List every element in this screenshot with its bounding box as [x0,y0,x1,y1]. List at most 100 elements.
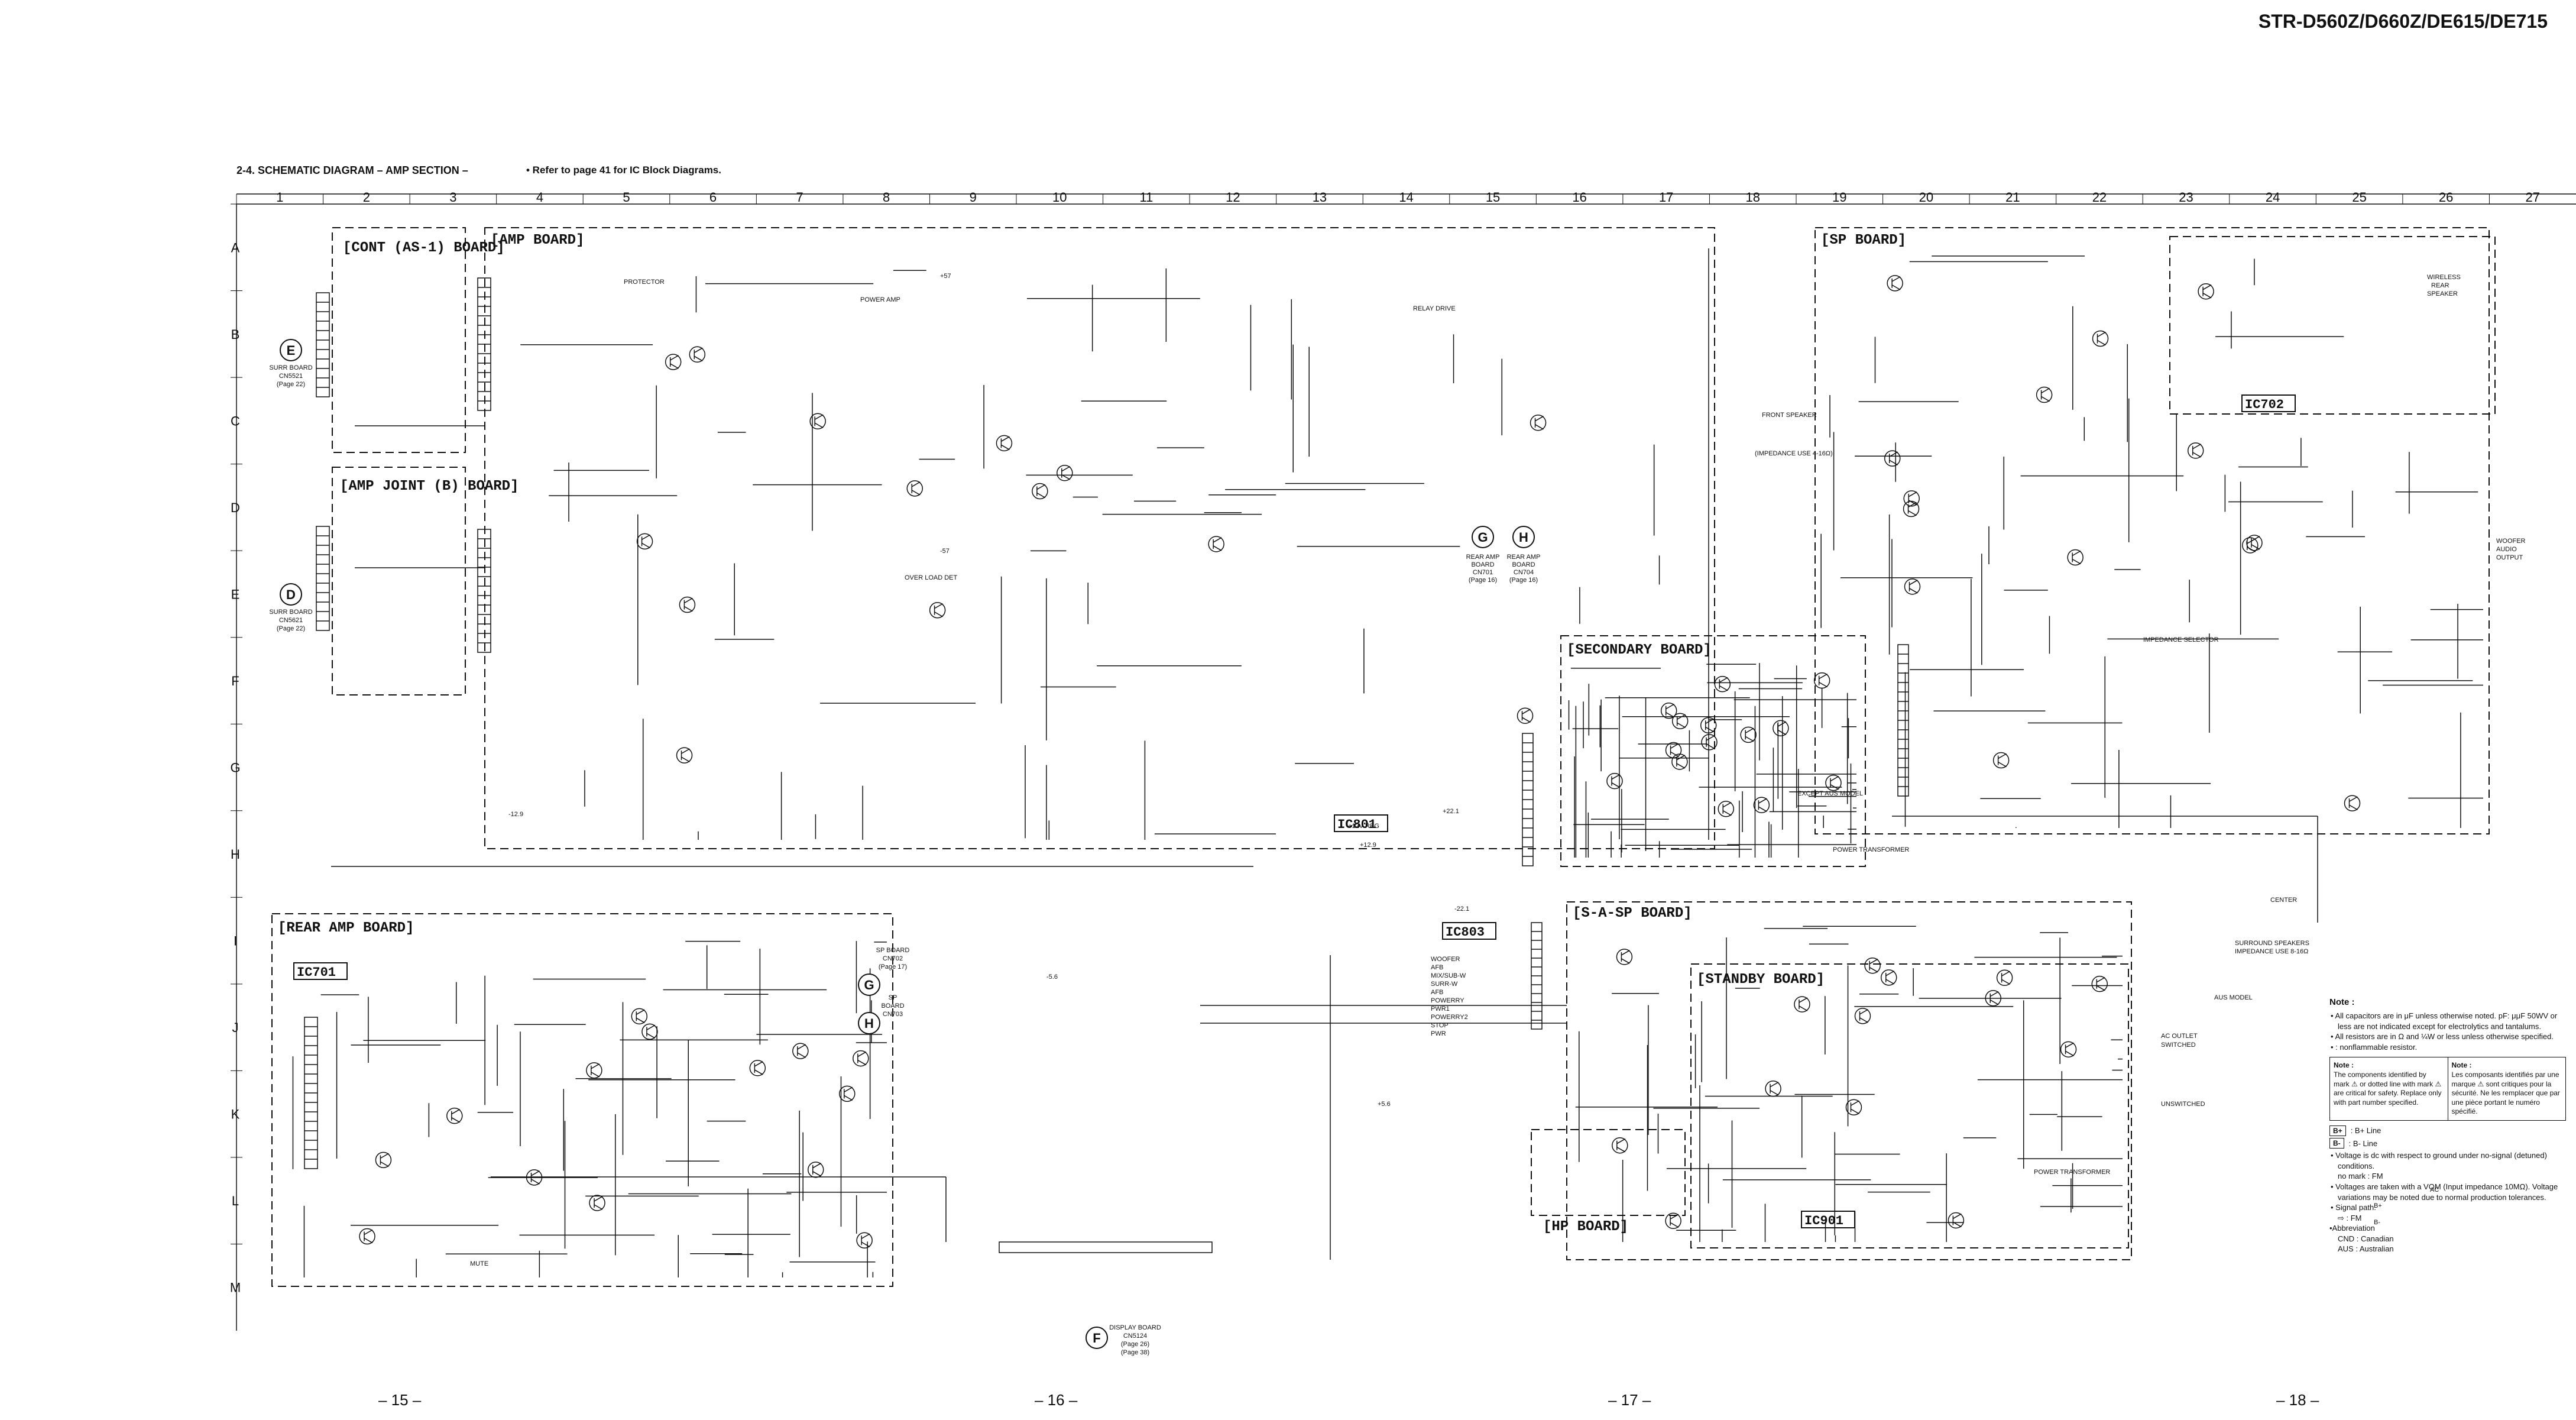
power-transformer-2-label: POWER TRANSFORMER [1833,846,1909,853]
note-resistors: All resistors are in Ω and ¼W or less un… [2335,1031,2566,1042]
bus-label-4: AFB [1431,989,1443,996]
grid-col-24: 24 [2266,190,2280,205]
mute-label: MUTE [470,1260,488,1267]
fm-signal-key: ⇨ : FM [2338,1213,2362,1222]
ic801-label: IC801 [1337,817,1376,832]
abbrev-cnd: CND : Canadian [2338,1234,2394,1243]
impedance-8-16-label: IMPEDANCE USE 8-16Ω [2235,948,2308,955]
aus-model-label: AUS MODEL [2214,994,2253,1001]
ic701-label: IC701 [297,965,336,980]
connector-h-label: H [1519,530,1528,545]
bus-label-8: STOP [1431,1022,1449,1029]
connector-h-text-2: BOARD [1512,561,1535,568]
grid-col-23: 23 [2179,190,2193,205]
speaker-label: SPEAKER [2427,290,2458,297]
wireless-label: WIRELESS [2427,274,2461,281]
ic702-label: IC702 [2245,397,2284,412]
connector-d-text-2: CN5621 [279,617,303,624]
unswitched-label: UNSWITCHED [2161,1101,2205,1108]
audio-output-label: AUDIO [2496,546,2517,553]
grid-col-7: 7 [796,190,803,205]
grid-col-15: 15 [1486,190,1500,205]
fm-label: : FM [2346,1213,2362,1222]
connector-h-text-3: CN704 [1514,569,1534,576]
connector-h-text-1: REAR AMP [1507,554,1541,561]
grid-col-2: 2 [363,190,370,205]
grid-col-14: 14 [1399,190,1413,205]
connector-f-text-3: (Page 26) [1121,1341,1149,1348]
rail-label-2: +12.9 [1360,842,1376,849]
rail-label-5: -22.1 [1454,905,1469,913]
note-capacitors: All capacitors are in μF unless otherwis… [2335,1011,2566,1031]
connector-g-text-1: REAR AMP [1466,554,1500,561]
connector-h2-label: H [864,1016,874,1031]
grid-col-21: 21 [2005,190,2020,205]
grid-col-19: 19 [1832,190,1846,205]
page-number-15: – 15 – [378,1391,422,1409]
abbrev-title: •Abbreviation [2329,1224,2375,1233]
grid-row-F: F [231,674,239,688]
grid-col-25: 25 [2352,190,2366,205]
ic901-label: IC901 [1804,1214,1843,1228]
connector-g-text-2: BOARD [1471,561,1494,568]
amp-board-title: [AMP BOARD] [491,232,584,248]
center-label: CENTER [2270,897,2297,904]
relay-drive-label: RELAY DRIVE [1413,305,1456,312]
rail-label-0: +57 [940,273,951,280]
connector-f-label: F [1093,1331,1100,1345]
note-nonflammable: : nonflammable resistor. [2335,1042,2566,1053]
grid-col-9: 9 [970,190,977,205]
grid-col-10: 10 [1052,190,1067,205]
connector-d-label: D [286,587,296,602]
abbrev-aus: AUS : Australian [2338,1244,2394,1254]
grid-col-1: 1 [276,190,283,205]
connector-g2-text-2: CN702 [883,955,903,962]
b-minus-label: B- [2374,1219,2380,1226]
grid-col-3: 3 [449,190,456,205]
standby-board-title: [STANDBY BOARD] [1697,972,1825,988]
bus-label-1: AFB [1431,964,1443,971]
grid-row-B: B [231,327,240,342]
b-plus-line-key: B+ : B+ Line [2329,1125,2566,1137]
connector-g2-text-1: SP BOARD [876,947,910,954]
bus-label-2: MIX/SUB-W [1431,972,1466,979]
b-minus-symbol: B- [2329,1138,2344,1149]
grid-col-12: 12 [1226,190,1240,205]
grid-col-17: 17 [1659,190,1673,205]
power-amp-label: POWER AMP [860,296,900,303]
safety-note-en: The components identified by mark ⚠ or d… [2334,1070,2442,1107]
hp-board-title: [HP BOARD] [1543,1219,1628,1235]
bus-label-7: POWERRY2 [1431,1014,1468,1021]
notes-title: Note : [2329,997,2355,1007]
bus-label-3: SURR-W [1431,981,1458,988]
b-plus-line-text: : B+ Line [2350,1126,2381,1136]
secondary-board-title: [SECONDARY BOARD] [1567,642,1712,658]
grid-col-13: 13 [1313,190,1327,205]
protector-label: PROTECTOR [624,279,665,286]
connector-h2-text-2: BOARD [881,1002,904,1010]
grid-row-A: A [231,240,240,255]
note-voltage-dc: Voltage is dc with respect to ground und… [2335,1150,2566,1171]
connector-e-text-3: (Page 22) [277,381,305,388]
note-signal-path: Signal path. [2335,1202,2566,1213]
connector-g-text-3: CN701 [1473,569,1493,576]
rail-label-7: +5.6 [1378,1101,1391,1108]
connector-f-text-4: (Page 38) [1121,1349,1149,1356]
bus-label-5: POWERRY [1431,997,1464,1004]
connector-g-label: G [1477,530,1488,545]
grid-col-26: 26 [2439,190,2453,205]
bus-label-0: WOOFER [1431,956,1460,963]
front-speaker-label: FRONT SPEAKER [1762,412,1817,419]
section-title: 2-4. SCHEMATIC DIAGRAM – AMP SECTION – [236,164,468,176]
switched-label: SWITCHED [2161,1041,2196,1049]
connector-g-text-4: (Page 16) [1469,577,1497,584]
note-no-mark: no mark : FM [2338,1172,2383,1181]
page-number-16: – 16 – [1035,1391,1078,1409]
connector-h-text-4: (Page 16) [1509,577,1538,584]
bus-label-9: PWR [1431,1030,1446,1037]
safety-note-box: Note : The components identified by mark… [2329,1057,2566,1121]
impedance-selector-label: IMPEDANCE SELECTOR [2143,636,2219,643]
rear-label: REAR [2431,282,2449,289]
